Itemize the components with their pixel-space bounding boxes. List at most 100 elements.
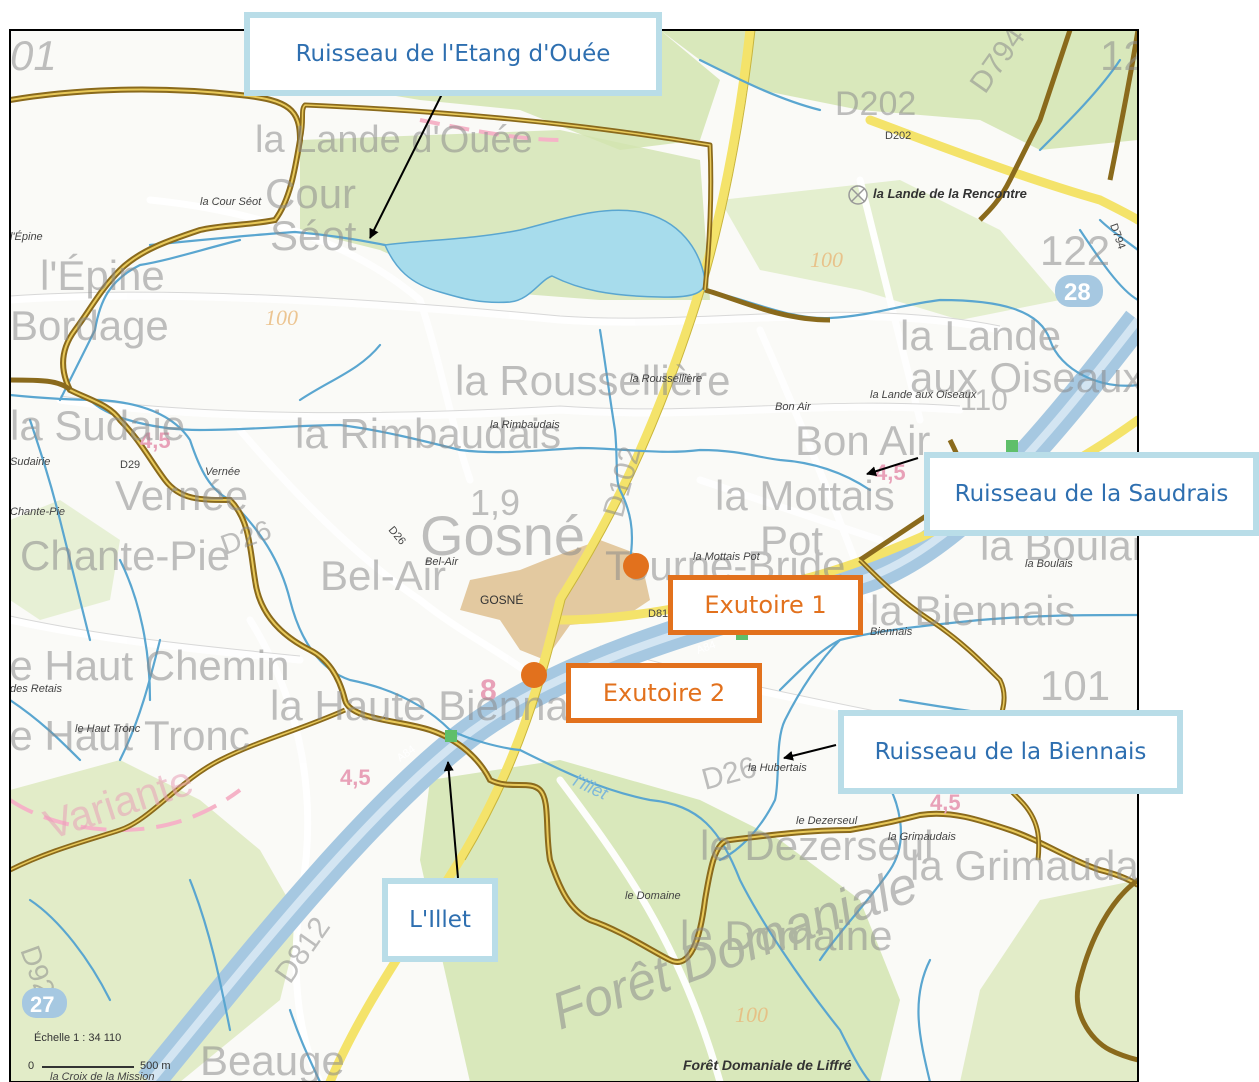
town-area (460, 540, 650, 660)
km-4-5-south: 4,5 (340, 765, 371, 790)
small-place-labels: la Cour Séot l'Épine la Roussellière la … (10, 130, 1127, 1082)
label-elevation-12: 12 (1100, 32, 1147, 79)
label-la-mottais: la Mottais (715, 472, 895, 519)
label-haut-tronc-big: le Haut Tronc (0, 712, 250, 759)
small-le-domaine: le Domaine (625, 890, 681, 902)
label-seot: Séot (270, 212, 357, 259)
label-vernee-big: Vernée (115, 472, 248, 519)
callout-exutoire-2-text: Exutoire 2 (602, 679, 726, 707)
callout-exutoire-1: Exutoire 1 (668, 575, 863, 635)
label-bordage: Bordage (10, 302, 169, 349)
outlet-1-marker[interactable] (623, 553, 649, 579)
label-la-biennais-big: la Biennais (870, 587, 1075, 634)
callout-lillet-text: L'Illet (409, 907, 471, 933)
small-la-cour-seot: la Cour Séot (200, 196, 262, 208)
scale-distance: 500 m (140, 1060, 171, 1072)
contour-100-south: 100 (735, 1002, 768, 1027)
callout-ruisseau-saudrais: Ruisseau de la Saudrais (924, 452, 1259, 536)
outlet-2-marker[interactable] (521, 662, 547, 688)
label-km-1-9: 1,9 (470, 482, 520, 523)
watershed-boundary-stroke (10, 88, 1138, 963)
callout-ruisseau-etang-douee: Ruisseau de l'Etang d'Ouée (244, 12, 662, 96)
arrow-etang (369, 93, 443, 239)
label-gosne-town: GOSNÉ (480, 592, 523, 607)
lake-etang-ouee (383, 209, 706, 304)
small-le-dezerseul: le Dezerseul (796, 815, 858, 827)
label-chante-pie-big: Chante-Pie (20, 532, 230, 579)
small-des-retais: des Retais (10, 683, 62, 695)
small-lepine: l'Épine (10, 230, 43, 243)
small-la-rousselliere: la Roussellière (630, 373, 702, 385)
small-la-rimbaudais: la Rimbaudais (490, 419, 560, 431)
scale-ratio: Échelle 1 : 34 110 (34, 1032, 122, 1044)
label-aux-oiseaux-big: aux Oiseaux (910, 354, 1143, 401)
small-la-boulais: la Boulais (1025, 558, 1073, 570)
small-road-d81: D81 (648, 608, 668, 620)
label-cour: Cour (265, 170, 356, 217)
small-biennais: Biennais (870, 626, 913, 638)
label-haut-chemin: le Haut Chemin (0, 642, 289, 689)
label-elevation-110: 110 (960, 384, 1008, 417)
small-road-d202: D202 (885, 130, 911, 142)
small-bon-air: Bon Air (775, 401, 812, 413)
exit-27-shield: 27 (22, 988, 67, 1018)
label-elevation-122: 122 (1040, 227, 1110, 274)
arrow-saudrais (866, 457, 919, 477)
label-road-d202-big: D202 (835, 85, 916, 123)
contour-labels: 100 100 100 (265, 247, 843, 1027)
callout-ruisseau-saudrais-text: Ruisseau de la Saudrais (954, 481, 1229, 507)
label-rimbaudais-big: la Rimbaudais (295, 410, 561, 457)
callout-lillet: L'Illet (382, 878, 498, 962)
km-4-5-east: 4,5 (930, 790, 961, 815)
small-vernee: Vernée (205, 466, 240, 478)
contour-100-nw: 100 (265, 305, 298, 330)
exit-28-shield: 28 (1055, 275, 1103, 307)
label-beauge-big: Beauge (200, 1037, 345, 1082)
arrow-biennais (783, 744, 837, 761)
small-bel-air: Bel-Air (425, 556, 459, 568)
scale-bar: Échelle 1 : 34 110 0 500 m (28, 1032, 178, 1076)
pink-trail-top (419, 118, 561, 142)
small-la-hubertais: la Hubertais (748, 762, 807, 774)
label-pot: Pot (760, 517, 823, 564)
road-km-markers: 4,5 8 4,5 4,5 4,5 (140, 428, 961, 815)
scale-zero: 0 (28, 1060, 35, 1072)
label-elevation-101: 101 (1040, 662, 1110, 709)
callout-arrows (369, 93, 919, 879)
small-le-haut-tronc: le Haut Tronc (75, 723, 141, 735)
callout-ruisseau-etang-douee-text: Ruisseau de l'Etang d'Ouée (295, 41, 611, 67)
callout-exutoire-2: Exutoire 2 (566, 663, 762, 723)
exit-28-label: 28 (1064, 279, 1091, 306)
scale-line (42, 1066, 134, 1068)
label-domaine-big: le Domaine (680, 912, 892, 959)
callout-exutoire-1-text: Exutoire 1 (704, 591, 827, 619)
label-lepine-big: l'Épine (40, 252, 165, 299)
label-la-lande-douee: la Lande d'Ouée (255, 119, 533, 161)
boundary-light-segments (10, 104, 1040, 871)
small-sudairie: Sudairie (10, 456, 50, 468)
small-la-mottais-pot: la Mottais Pot (693, 551, 761, 563)
label-la-lande-big: la Lande (900, 312, 1061, 359)
label-bel-air-big: Bel-Air (320, 552, 446, 599)
label-gosne-big: Gosné (420, 504, 585, 567)
label-la-lande-de-la-rencontre: la Lande de la Rencontre (873, 186, 1027, 201)
label-haute-biennais: la Haute Biennais (270, 682, 599, 729)
contour-100-east: 100 (810, 247, 843, 272)
small-chante-pie: Chante-Pie (10, 506, 65, 518)
main-road-edges (464, 30, 756, 861)
label-grimaudais-big: la Grimaudais (910, 842, 1169, 889)
label-elevation-01: 01 (10, 32, 57, 79)
arrow-illet (443, 761, 459, 879)
label-dezerseul-big: le Dezerseul (700, 822, 933, 869)
callout-ruisseau-biennais-text: Ruisseau de la Biennais (874, 739, 1147, 765)
small-la-lande-aux-oiseaux: la Lande aux Oiseaux (870, 389, 977, 401)
small-la-croix-de-la-mission: la Croix de la Mission (50, 1071, 155, 1082)
label-la-sudaie: la Sudaie (10, 402, 185, 449)
label-foret-domaniale-de-liffre: Forêt Domaniale de Liffré (683, 1057, 852, 1073)
exit-27-label: 27 (30, 992, 54, 1017)
km-4-5-west: 4,5 (140, 428, 171, 453)
callout-ruisseau-biennais: Ruisseau de la Biennais (838, 710, 1183, 794)
small-la-grimaudais: la Grimaudais (888, 831, 956, 843)
label-bon-air-big: Bon Air (795, 417, 930, 464)
